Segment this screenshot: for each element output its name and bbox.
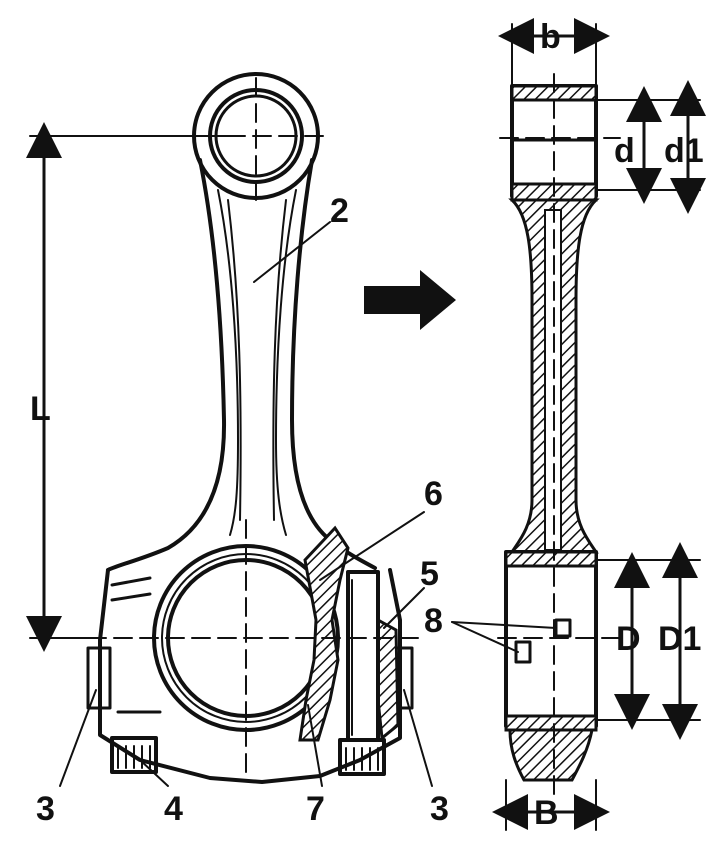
label-part-3-right: 3: [430, 790, 449, 828]
label-part-7: 7: [306, 790, 325, 828]
leader-3-right: [403, 689, 433, 787]
side-big-end-hatch-top: [504, 550, 598, 568]
left-dowel-pad: [86, 646, 112, 710]
shank-rib-right: [275, 189, 297, 536]
label-L: L: [30, 390, 51, 428]
side-view: 8 b d d1 D D1 B: [424, 18, 706, 832]
label-d1: d1: [664, 132, 704, 170]
nut-ridges-left: [117, 745, 151, 769]
leader-7: [307, 704, 323, 787]
shank-inner-right: [272, 199, 287, 521]
label-part-6: 6: [424, 475, 443, 513]
leader-3-left: [59, 689, 97, 787]
big-end-outline: [98, 568, 402, 784]
label-part-3-left: 3: [36, 790, 55, 828]
label-part-5: 5: [420, 555, 439, 593]
label-D: D: [616, 620, 641, 658]
cutaway-section: [298, 525, 350, 742]
label-part-4: 4: [164, 790, 183, 828]
leader-8-b: [451, 621, 519, 653]
shank-inner-left: [227, 199, 242, 521]
leader-5: [383, 587, 425, 629]
front-view: L 2 3 4 7 3 6 5: [26, 72, 449, 828]
shank-left-edge: [106, 158, 227, 572]
side-cap-section: [508, 728, 594, 782]
nut-ridges-right: [345, 747, 379, 771]
side-big-end-hatch-bottom: [504, 714, 598, 732]
leader-6: [319, 511, 425, 581]
shank-rib-left: [217, 189, 239, 536]
label-b: b: [540, 18, 561, 56]
bolt-nut-left: [110, 736, 158, 774]
cap-details: [110, 576, 162, 714]
label-D1: D1: [658, 620, 701, 658]
label-part-8: 8: [424, 602, 443, 640]
label-B: B: [534, 794, 559, 832]
label-d: d: [614, 132, 635, 170]
leader-2: [253, 221, 331, 283]
leader-4: [139, 759, 169, 787]
bolt-nut-right: [338, 738, 386, 776]
direction-arrow-icon: [364, 270, 456, 330]
dowel-marker-upper: [554, 618, 572, 638]
leader-8-a: [451, 621, 557, 629]
label-part-2: 2: [330, 192, 349, 230]
